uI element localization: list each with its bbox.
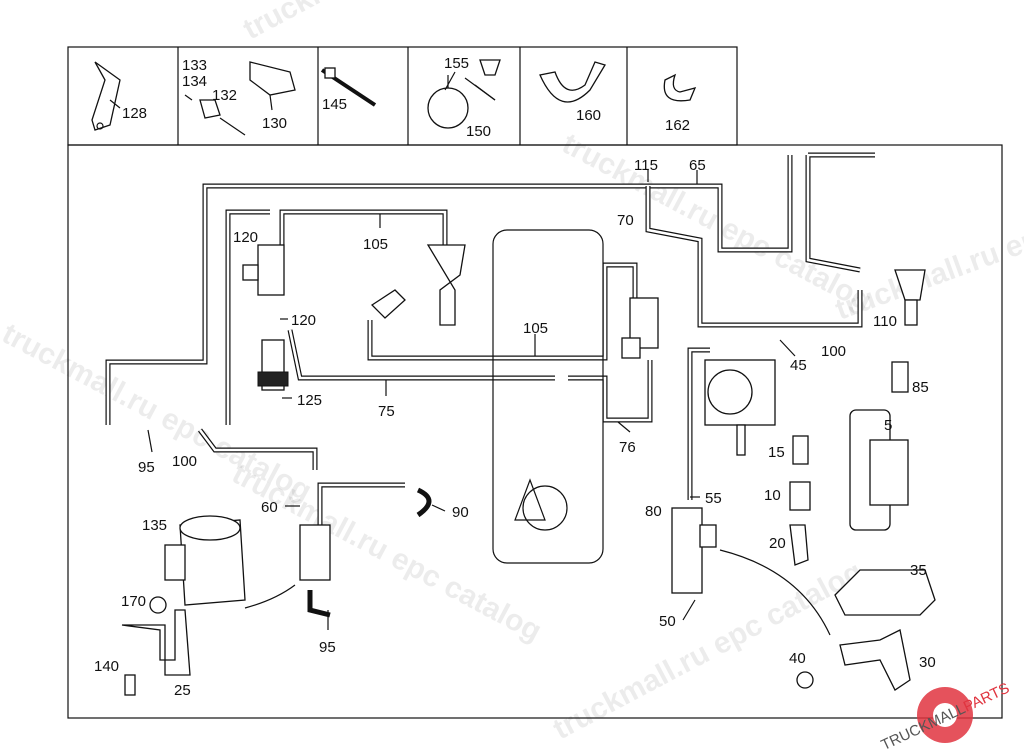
callout-130: 130 [262, 115, 287, 132]
callout-5: 5 [884, 417, 892, 434]
callout-45: 45 [790, 357, 807, 374]
callout-140: 140 [94, 658, 119, 675]
callout-132: 132 [212, 87, 237, 104]
hoses [105, 152, 875, 618]
leader-lines [109, 71, 796, 630]
callout-135: 135 [142, 517, 167, 534]
callout-65: 65 [689, 157, 706, 174]
components [121, 229, 936, 696]
callout-95-left: 95 [138, 459, 155, 476]
callout-120-mid: 120 [291, 312, 316, 329]
callout-162: 162 [665, 117, 690, 134]
callout-75: 75 [378, 403, 395, 420]
frame [67, 46, 1003, 719]
header-part-sketches [91, 59, 697, 131]
callout-25: 25 [174, 682, 191, 699]
callout-10: 10 [764, 487, 781, 504]
callout-60: 60 [261, 499, 278, 516]
callout-76: 76 [619, 439, 636, 456]
callout-labels: 128 133 134 132 130 145 155 150 160 162 … [94, 55, 936, 699]
truckmall-logo: TRUCKMALLPARTS [879, 680, 1013, 750]
callout-70: 70 [617, 212, 634, 229]
callout-40: 40 [789, 650, 806, 667]
callout-145: 145 [322, 96, 347, 113]
callout-100-left: 100 [172, 453, 197, 470]
callout-133: 133 [182, 57, 207, 74]
svg-text:truckmall.ru epc catalog: truckmall.ru epc catalog [238, 0, 558, 46]
callout-50: 50 [659, 613, 676, 630]
callout-115: 115 [634, 157, 658, 174]
callout-95-bottom: 95 [319, 639, 336, 656]
callout-150: 150 [466, 123, 491, 140]
callout-134: 134 [182, 73, 207, 90]
callout-15: 15 [768, 444, 785, 461]
callout-160: 160 [576, 107, 601, 124]
callout-128: 128 [122, 105, 147, 122]
callout-85: 85 [912, 379, 929, 396]
callout-105-left: 105 [363, 236, 388, 253]
callout-20: 20 [769, 535, 786, 552]
callout-30: 30 [919, 654, 936, 671]
callout-35: 35 [910, 562, 927, 579]
callout-110: 110 [873, 313, 897, 330]
callout-125: 125 [297, 392, 322, 409]
callout-155: 155 [444, 55, 469, 72]
callout-80: 80 [645, 503, 662, 520]
callout-120-top: 120 [233, 229, 258, 246]
callout-55: 55 [705, 490, 722, 507]
callout-90: 90 [452, 504, 469, 521]
callout-100-right: 100 [821, 343, 846, 360]
callout-170: 170 [121, 593, 146, 610]
callout-105-center: 105 [523, 320, 548, 337]
